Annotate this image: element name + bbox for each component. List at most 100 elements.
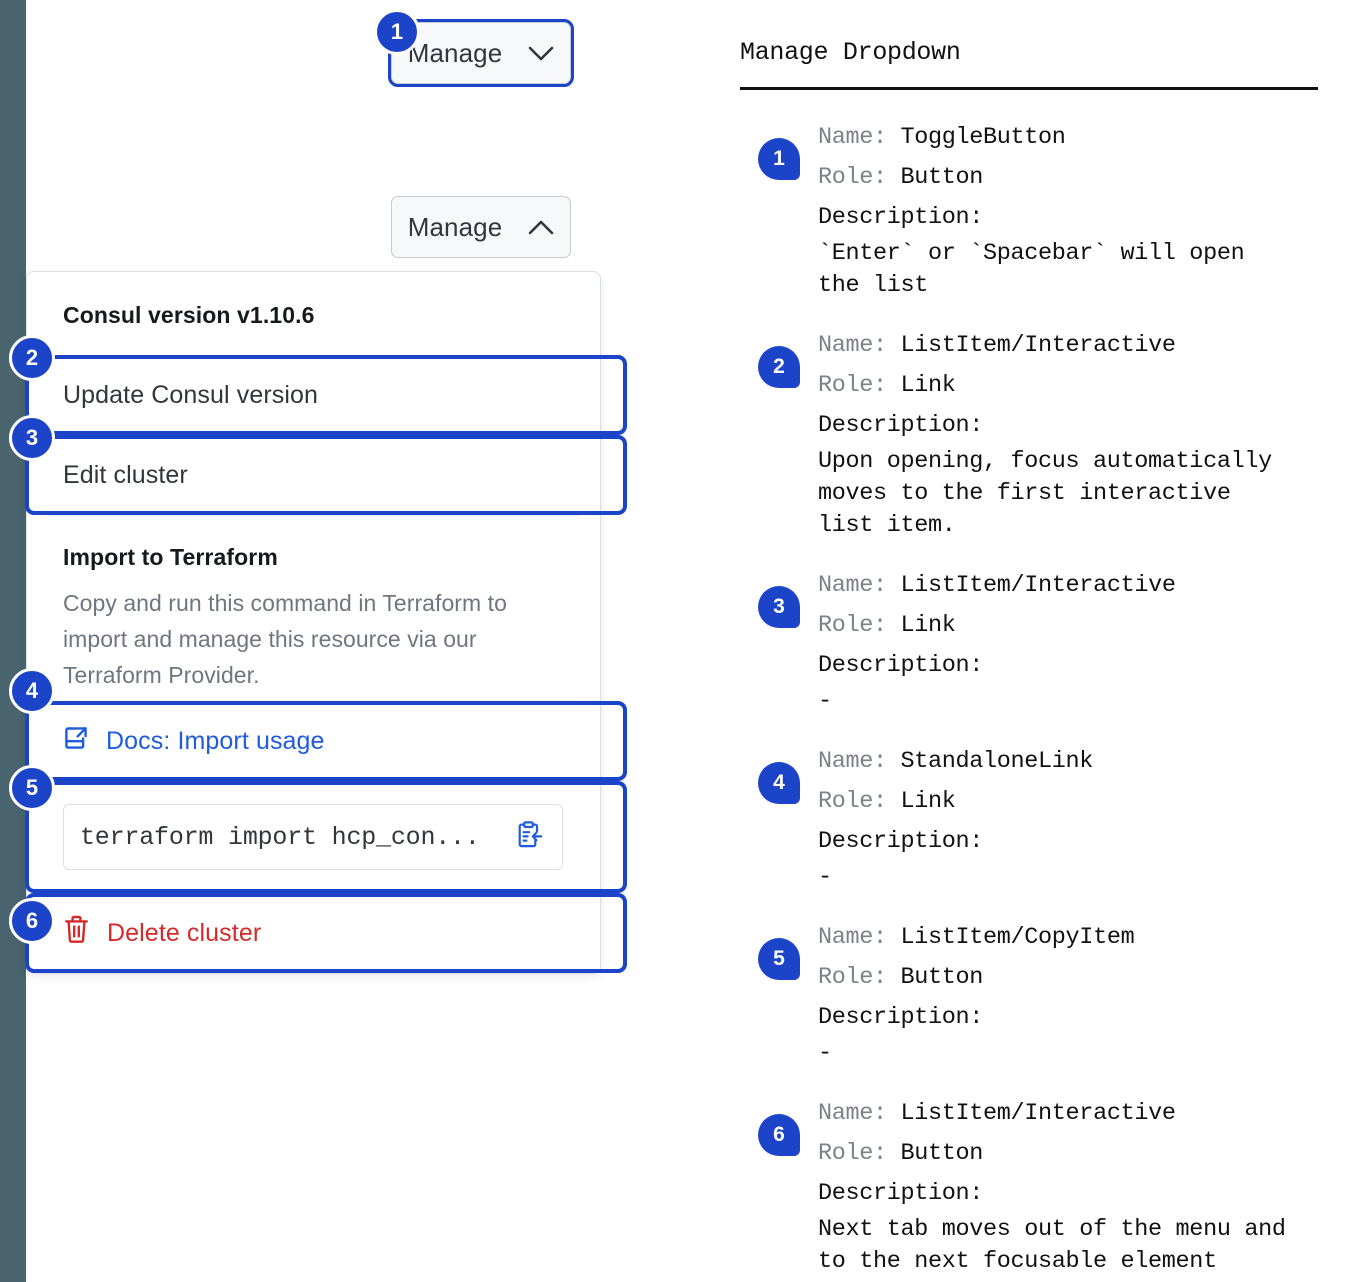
clipboard-copy-icon[interactable] [514,820,544,855]
annotation-badge-wrap: 2 [740,320,818,388]
dropdown-item-copy-command[interactable]: terraform import hcp_con... [25,781,627,893]
annotation-name-line: Name: StandaloneLink [818,742,1330,782]
annotation-role-label: Role: [818,372,887,399]
delete-cluster-label: Delete cluster [107,918,262,947]
dropdown-item-docs-import-usage[interactable]: Docs: Import usage [25,701,627,781]
annotation-badge-wrap: 6 [740,1088,818,1156]
annotations-column: Manage Dropdown 1 Name: ToggleButton Rol… [740,38,1330,1282]
annotation-role-line: Role: Button [818,158,1330,198]
annotation-name-line: Name: ListItem/Interactive [818,1094,1330,1134]
dropdown-item-edit-cluster[interactable]: Edit cluster [25,435,627,515]
dropdown-item-delete-cluster[interactable]: Delete cluster [25,893,627,973]
annotation-badge-4: 4 [758,762,800,804]
annotation-description-value: - [818,864,832,891]
annotation-role-line: Role: Link [818,606,1330,646]
annotation-role-label: Role: [818,1140,887,1167]
annotation-role-value: Button [900,164,984,191]
annotation-role-value: Link [900,372,956,399]
terraform-command-text: terraform import hcp_con... [80,822,480,852]
annotation-body: Name: ListItem/Interactive Role: Link De… [818,320,1330,546]
annotation-entry: 1 Name: ToggleButton Role: Button Descri… [740,112,1330,306]
annotation-entry: 5 Name: ListItem/CopyItem Role: Button D… [740,912,1330,1074]
annotation-name-label: Name: [818,924,887,951]
annotation-entry: 2 Name: ListItem/Interactive Role: Link … [740,320,1330,546]
dropdown-heading: Consul version v1.10.6 [63,302,315,328]
annotation-badge-wrap: 3 [740,560,818,628]
annotation-role-line: Role: Link [818,782,1330,822]
dropdown-item-update-consul-version[interactable]: Update Consul version [25,355,627,435]
callout-badge-5: 5 [9,765,55,811]
annotation-description-label: Description: [818,652,984,679]
annotation-role-label: Role: [818,788,887,815]
annotation-name-label: Name: [818,124,887,151]
callout-badge-1: 1 [374,9,420,55]
dropdown-item-update-label: Update Consul version [63,380,319,409]
annotation-badge-6: 6 [758,1114,800,1156]
annotation-role-label: Role: [818,164,887,191]
manage-toggle-button-open[interactable]: Manage [391,196,571,258]
copy-command-box[interactable]: terraform import hcp_con... [63,804,563,870]
manage-toggle-label-closed: Manage [407,37,503,68]
annotation-name-line: Name: ListItem/Interactive [818,566,1330,606]
chevron-up-icon [528,212,554,243]
annotation-role-label: Role: [818,612,887,639]
annotation-name-value: StandaloneLink [900,748,1094,775]
annotation-description-value: Upon opening, focus automatically moves … [818,448,1272,539]
annotation-body: Name: StandaloneLink Role: Link Descript… [818,736,1330,898]
annotation-name-value: ListItem/Interactive [900,572,1176,599]
annotation-role-value: Button [900,1140,984,1167]
annotation-badge-wrap: 1 [740,112,818,180]
annotation-name-label: Name: [818,332,887,359]
annotation-description-label: Description: [818,1004,984,1031]
annotation-name-label: Name: [818,572,887,599]
annotation-entry: 6 Name: ListItem/Interactive Role: Butto… [740,1088,1330,1282]
annotation-badge-3: 3 [758,586,800,628]
dropdown-item-edit-label: Edit cluster [63,460,188,489]
annotation-body: Name: ToggleButton Role: Button Descript… [818,112,1330,306]
annotation-name-line: Name: ListItem/CopyItem [818,918,1330,958]
annotation-description-value: `Enter` or `Spacebar` will open the list [818,240,1245,299]
annotations-divider [740,87,1318,90]
annotation-description-label: Description: [818,1180,984,1207]
annotation-body: Name: ListItem/Interactive Role: Button … [818,1088,1330,1282]
callout-badge-6: 6 [9,898,55,944]
annotation-role-line: Role: Link [818,366,1330,406]
trash-icon [63,915,90,951]
annotation-badge-wrap: 5 [740,912,818,980]
import-section-body: Copy and run this command in Terraform t… [63,590,507,688]
annotation-role-value: Link [900,788,956,815]
annotation-role-line: Role: Button [818,1134,1330,1174]
dropdown-divider [47,515,580,516]
annotation-name-value: ListItem/Interactive [900,332,1176,359]
annotation-description-value: Next tab moves out of the menu and to th… [818,1216,1286,1275]
annotation-name-value: ToggleButton [900,124,1066,151]
annotation-name-label: Name: [818,748,887,775]
annotation-entry: 3 Name: ListItem/Interactive Role: Link … [740,560,1330,722]
annotation-badge-2: 2 [758,346,800,388]
annotation-description-label: Description: [818,412,984,439]
annotations-title: Manage Dropdown [740,38,961,67]
annotation-description-label: Description: [818,204,984,231]
annotation-name-line: Name: ToggleButton [818,118,1330,158]
demo-column: Manage Manage Consul version v1.10.6 Upd… [9,0,706,1282]
annotation-role-label: Role: [818,964,887,991]
chevron-down-icon [528,38,554,69]
annotation-badge-1: 1 [758,138,800,180]
annotation-role-value: Button [900,964,984,991]
annotation-description-value: - [818,1040,832,1067]
annotation-badge-5: 5 [758,938,800,980]
callout-badge-3: 3 [9,415,55,461]
annotation-entry: 4 Name: StandaloneLink Role: Link Descri… [740,736,1330,898]
docs-external-link-icon [63,725,89,758]
annotation-name-value: ListItem/Interactive [900,1100,1176,1127]
annotation-name-value: ListItem/CopyItem [900,924,1135,951]
annotation-badge-wrap: 4 [740,736,818,804]
annotation-body: Name: ListItem/CopyItem Role: Button Des… [818,912,1330,1074]
annotation-role-line: Role: Button [818,958,1330,998]
annotation-name-label: Name: [818,1100,887,1127]
annotation-description-label: Description: [818,828,984,855]
manage-toggle-label-open: Manage [407,211,503,242]
docs-import-usage-link[interactable]: Docs: Import usage [106,726,325,755]
manage-dropdown-panel: Consul version v1.10.6 Update Consul ver… [25,271,627,974]
